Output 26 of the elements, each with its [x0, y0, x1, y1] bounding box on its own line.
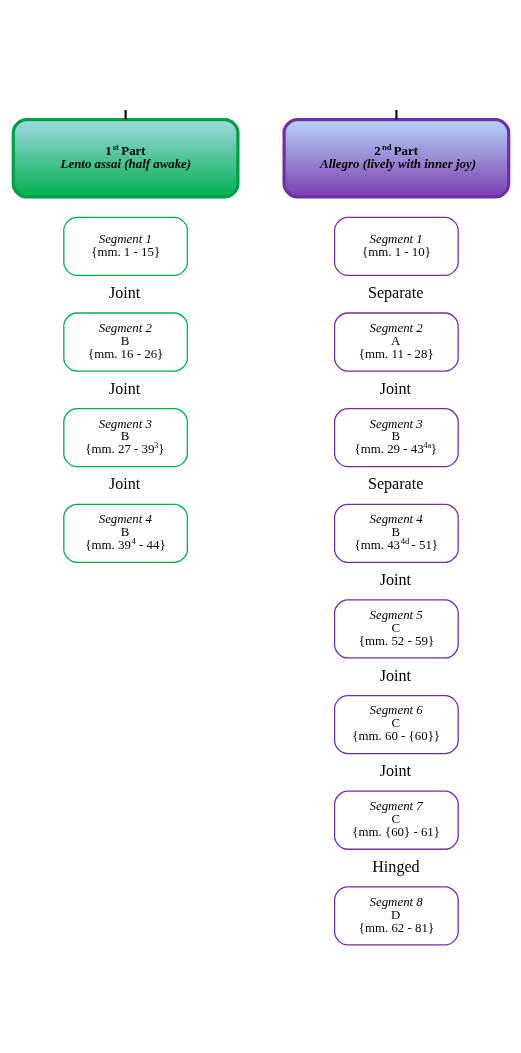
label: Joint	[108, 379, 140, 397]
label: Joint	[379, 570, 411, 588]
node-box: Segment 1 {mm. 1 - 10}	[333, 216, 459, 276]
label: Separate	[367, 474, 423, 492]
connector	[394, 109, 397, 119]
node-box: Segment 3 B {mm. 27 - 39$^{3}$}	[62, 407, 188, 467]
node-box: Segment 2 B {mm. 16 - 26}	[62, 311, 188, 372]
node-box: Segment 4 B {mm. 43$^{4d}$ - 51}	[333, 503, 459, 563]
node-box: Segment 1 {mm. 1 - 15}	[62, 216, 188, 276]
node-box: Segment 6 C {mm. 60 - {60}}	[333, 694, 459, 754]
node-box: Segment 7 C {mm. {60} - 61}	[333, 790, 459, 850]
node-box: 2$^{nd}$ Part Allegro (lively with inner joy)	[282, 117, 510, 199]
label: Joint	[379, 666, 411, 684]
node-box: Segment 5 C {mm. 52 - 59}	[333, 598, 459, 659]
node-box: Segment 3 B {mm. 29 - 43$^{4a}$}	[333, 407, 459, 467]
label: Joint	[108, 474, 140, 492]
node-box: 1$^{st}$ Part Lento assai (half awake)	[11, 117, 239, 199]
node-box: Segment 4 B {mm. 39$^{4}$ - 44}	[62, 503, 188, 563]
node-box: Segment 2 A {mm. 11 - 28}	[333, 311, 459, 372]
node-box: Segment 8 D {mm. 62 - 81}	[333, 885, 459, 946]
label: Hinged	[371, 857, 420, 875]
label: Joint	[379, 761, 411, 779]
label: Joint	[108, 283, 140, 301]
label: Joint	[379, 379, 411, 397]
label: Separate	[367, 283, 423, 301]
connector	[124, 109, 127, 119]
